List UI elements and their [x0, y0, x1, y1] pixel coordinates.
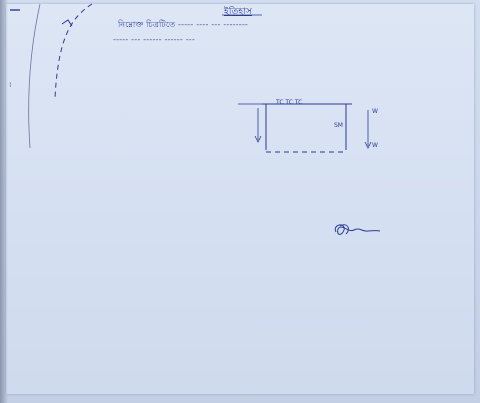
corner-mark [61, 19, 73, 27]
corner-diagonal-line [28, 3, 41, 149]
document-heading: ইতিহাস [224, 7, 253, 17]
diagram-right-arrowhead [364, 141, 372, 149]
diagram-left-arrowhead [254, 135, 262, 143]
diagram-top-label: TC TC TC [276, 99, 303, 106]
diagram-right-label-1: W [372, 108, 378, 115]
margin-note: -- [6, 82, 14, 88]
signature-loop [339, 224, 349, 235]
left-edge-shadow [0, 0, 8, 403]
body-line-2: ----- --- ------ ------ --- [113, 35, 195, 44]
diagram-side-label: SM [334, 122, 343, 129]
signature-scribble [334, 224, 381, 235]
circuit-diagram [238, 103, 372, 153]
corner-curve-line [54, 3, 93, 99]
diagram-right-label-2: W [372, 142, 378, 149]
body-line-1: নিম্নোক্ত চিত্রটিতে ----- ---- --- -----… [118, 20, 248, 29]
paper-sheet [6, 4, 474, 394]
